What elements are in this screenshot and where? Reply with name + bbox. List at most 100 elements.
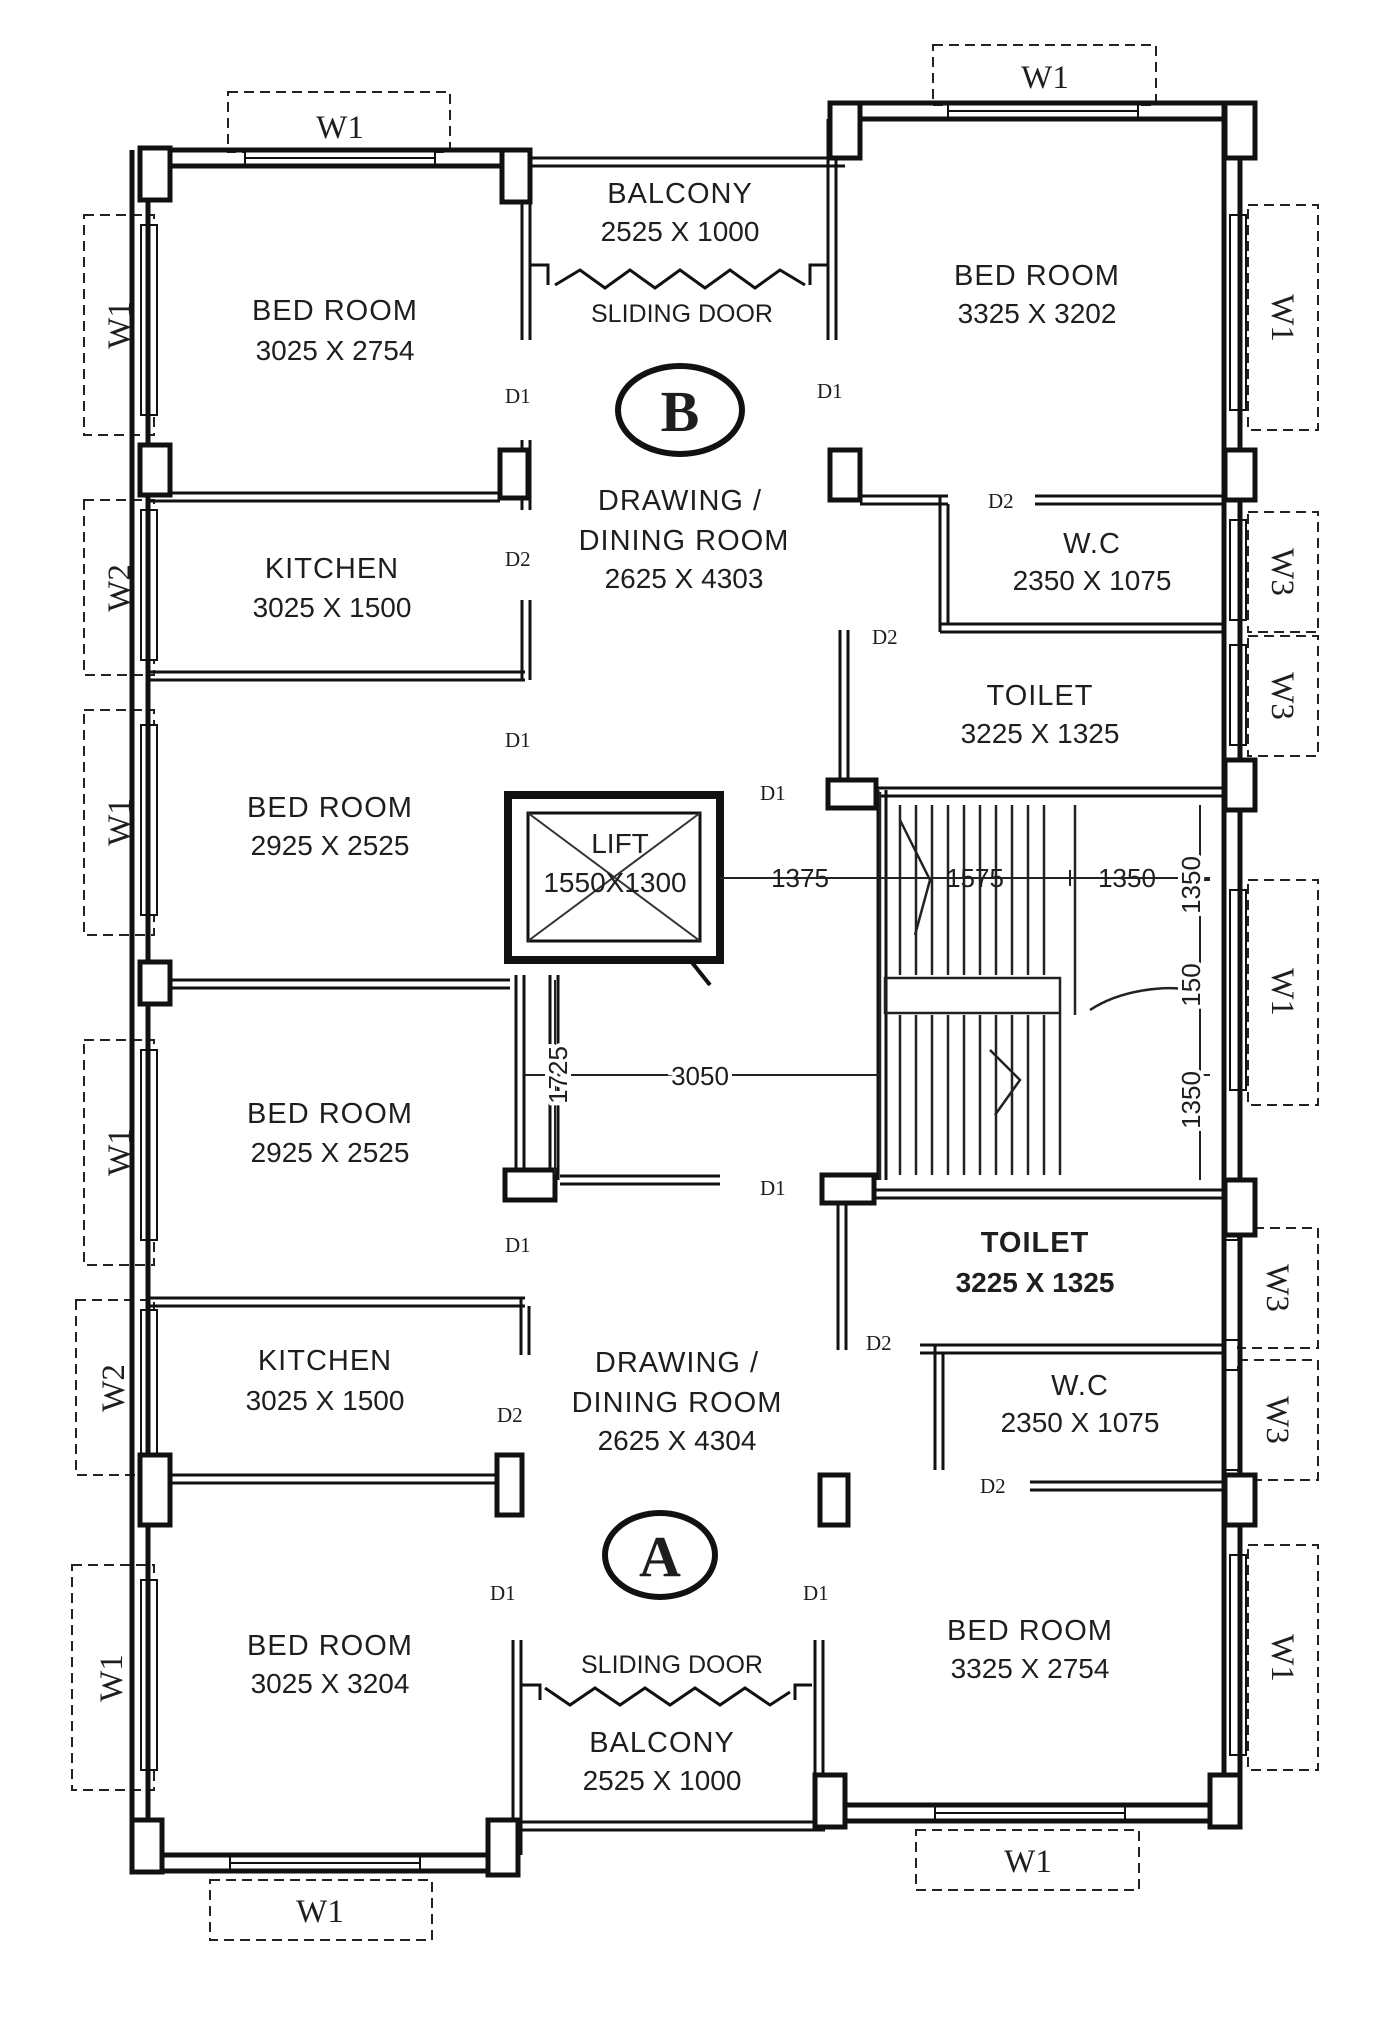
room-dim-a-bed-left: 3025 X 3204	[251, 1668, 410, 1699]
window-tag: W2	[96, 1364, 132, 1412]
door-tag: D2	[988, 489, 1014, 513]
room-name-a-kitchen: KITCHEN	[258, 1345, 392, 1377]
door-tag: D1	[817, 379, 843, 403]
window-tag: W1	[1264, 1634, 1300, 1682]
room-name-a-drawing-1: DRAWING /	[595, 1347, 759, 1379]
window-bottom-left	[209, 1879, 433, 1941]
dimension-numbers: 1375 1575 1350 1350 150 1350 1725 3050	[539, 852, 1210, 1133]
door-tag: D1	[803, 1581, 829, 1605]
lift-name: LIFT	[591, 828, 649, 859]
room-dim-a-wc: 2350 X 1075	[1001, 1407, 1160, 1438]
room-name-a-bed-right: BED ROOM	[947, 1615, 1113, 1647]
window-tag: W1	[316, 110, 364, 146]
sliding-doors	[522, 263, 828, 1707]
window-tag: W2	[102, 564, 138, 612]
door-tag: D2	[505, 547, 531, 571]
stair-well	[883, 976, 1062, 1015]
dimension-label: 150	[1176, 963, 1206, 1006]
window-tag: W1	[1264, 968, 1300, 1016]
room-name-mid-bed-2: BED ROOM	[247, 1098, 413, 1130]
room-dim-a-toilet: 3225 X 1325	[956, 1267, 1115, 1298]
window-right-2	[1247, 511, 1319, 633]
room-dim-b-drawing: 2625 X 4303	[605, 563, 764, 594]
room-dim-a-bed-right: 3325 X 2754	[951, 1653, 1110, 1684]
room-name-b-bed-right: BED ROOM	[954, 260, 1120, 292]
unit-label-a: A	[639, 1524, 681, 1589]
dimension-label: 1350	[1176, 1071, 1206, 1129]
window-tag: W1	[1021, 60, 1069, 96]
window-tags: W1 W1 W1 W1 W1 W2 W1 W1 W2 W1 W1 W3 W3 W…	[94, 60, 1300, 1930]
window-right-3	[1247, 635, 1319, 757]
window-right-1	[1247, 204, 1319, 431]
dimension-label: 1375	[771, 863, 829, 893]
unit-marker-b: B	[615, 363, 745, 457]
room-name-b-kitchen: KITCHEN	[265, 553, 399, 585]
walls	[129, 100, 1243, 1874]
unit-label-b: B	[661, 379, 700, 444]
room-dim-b-wc: 2350 X 1075	[1013, 565, 1172, 596]
columns	[129, 100, 1258, 1878]
room-dim-b-toilet: 3225 X 1325	[961, 718, 1120, 749]
room-name-b-balcony: BALCONY	[607, 178, 753, 210]
window-right-4	[1247, 879, 1319, 1106]
window-left-2	[83, 499, 155, 676]
room-dim-mid-bed-2: 2925 X 2525	[251, 1137, 410, 1168]
window-tag: W3	[1264, 672, 1300, 720]
room-dim-b-kitchen: 3025 X 1500	[253, 592, 412, 623]
room-name-b-drawing-1: DRAWING /	[598, 485, 762, 517]
door-tag: D1	[760, 1176, 786, 1200]
room-name-mid-bed-1: BED ROOM	[247, 792, 413, 824]
lift-dim: 1550X1300	[543, 867, 686, 898]
room-dim-b-bed-right: 3325 X 3202	[958, 298, 1117, 329]
door-tag: D1	[505, 728, 531, 752]
window-top-right	[932, 44, 1157, 106]
room-name-a-toilet: TOILET	[981, 1227, 1090, 1259]
staircase	[878, 792, 1210, 1180]
room-labels: BED ROOM 3025 X 2754 BALCONY 2525 X 1000…	[246, 178, 1172, 1796]
door-tag: D1	[760, 781, 786, 805]
window-tag: W1	[94, 1654, 130, 1702]
sliding-door-label-b: SLIDING DOOR	[591, 300, 773, 328]
door-tag: D2	[980, 1474, 1006, 1498]
room-dim-mid-bed-1: 2925 X 2525	[251, 830, 410, 861]
dimension-label: 1350	[1098, 863, 1156, 893]
room-name-b-wc: W.C	[1063, 528, 1121, 560]
room-name-a-bed-left: BED ROOM	[247, 1630, 413, 1662]
door-tags: D1 D1 D2 D2 D2 D1 D1 D1 D1 D2 D2 D2 D1 D…	[490, 379, 1014, 1605]
window-tag: W3	[1259, 1264, 1295, 1312]
room-name-b-bed-left: BED ROOM	[252, 295, 418, 327]
door-tag: D2	[866, 1331, 892, 1355]
dimension-label: 3050	[671, 1061, 729, 1091]
window-tag: W1	[1004, 1844, 1052, 1880]
sliding-door-label-a: SLIDING DOOR	[581, 1651, 763, 1679]
window-tag: W1	[296, 1894, 344, 1930]
door-tag: D1	[490, 1581, 516, 1605]
door-tag: D2	[497, 1403, 523, 1427]
room-dim-a-balcony: 2525 X 1000	[583, 1765, 742, 1796]
window-tag: W1	[102, 798, 138, 846]
unit-marker-a: A	[602, 1510, 718, 1600]
room-name-b-toilet: TOILET	[987, 680, 1094, 712]
dimension-label: 1575	[946, 863, 1004, 893]
window-right-7	[1247, 1544, 1319, 1771]
door-tag: D1	[505, 1233, 531, 1257]
room-name-a-drawing-2: DINING ROOM	[572, 1387, 783, 1419]
window-tag: W1	[102, 1128, 138, 1176]
room-name-b-drawing-2: DINING ROOM	[579, 525, 790, 557]
dimension-label: 1350	[1176, 856, 1206, 914]
window-bottom-right	[915, 1829, 1140, 1891]
window-tag: W3	[1259, 1396, 1295, 1444]
door-tag: D1	[505, 384, 531, 408]
room-dim-a-kitchen: 3025 X 1500	[246, 1385, 405, 1416]
door-tag: D2	[872, 625, 898, 649]
window-tag: W3	[1264, 548, 1300, 596]
window-tag: W1	[102, 301, 138, 349]
room-name-a-balcony: BALCONY	[589, 1727, 735, 1759]
window-tag: W1	[1264, 294, 1300, 342]
dimension-label: 1725	[543, 1046, 573, 1104]
dimension-lines	[525, 870, 1210, 1175]
room-dim-b-bed-left: 3025 X 2754	[256, 335, 415, 366]
room-name-a-wc: W.C	[1051, 1370, 1109, 1402]
room-dim-b-balcony: 2525 X 1000	[601, 216, 760, 247]
